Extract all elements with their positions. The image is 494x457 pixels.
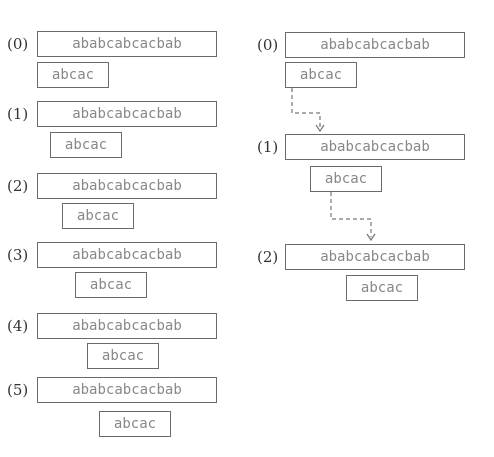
pattern-box: abcac xyxy=(99,411,171,437)
text-box: ababcabcacbab xyxy=(37,313,217,339)
step-label: (0) xyxy=(257,36,279,54)
step-label: (2) xyxy=(257,248,279,266)
step-label: (2) xyxy=(7,177,29,195)
step-label: (1) xyxy=(7,105,29,123)
pattern-box: abcac xyxy=(346,275,418,301)
pattern-box: abcac xyxy=(62,203,134,229)
step-label: (5) xyxy=(7,381,29,399)
step-label: (0) xyxy=(7,35,29,53)
arrow-head xyxy=(366,233,376,242)
shift-arrow xyxy=(330,192,372,237)
pattern-box: abcac xyxy=(285,62,357,88)
pattern-box: abcac xyxy=(37,62,109,88)
text-box: ababcabcacbab xyxy=(285,32,465,58)
arrow-head xyxy=(315,124,325,133)
pattern-box: abcac xyxy=(75,272,147,298)
step-label: (3) xyxy=(7,246,29,264)
step-label: (4) xyxy=(7,317,29,335)
text-box: ababcabcacbab xyxy=(285,244,465,270)
pattern-box: abcac xyxy=(50,132,122,158)
text-box: ababcabcacbab xyxy=(37,101,217,127)
text-box: ababcabcacbab xyxy=(37,242,217,268)
shift-arrow xyxy=(291,88,321,128)
pattern-box: abcac xyxy=(87,343,159,369)
text-box: ababcabcacbab xyxy=(37,377,217,403)
text-box: ababcabcacbab xyxy=(37,173,217,199)
text-box: ababcabcacbab xyxy=(285,134,465,160)
text-box: ababcabcacbab xyxy=(37,31,217,57)
step-label: (1) xyxy=(257,138,279,156)
pattern-box: abcac xyxy=(310,166,382,192)
